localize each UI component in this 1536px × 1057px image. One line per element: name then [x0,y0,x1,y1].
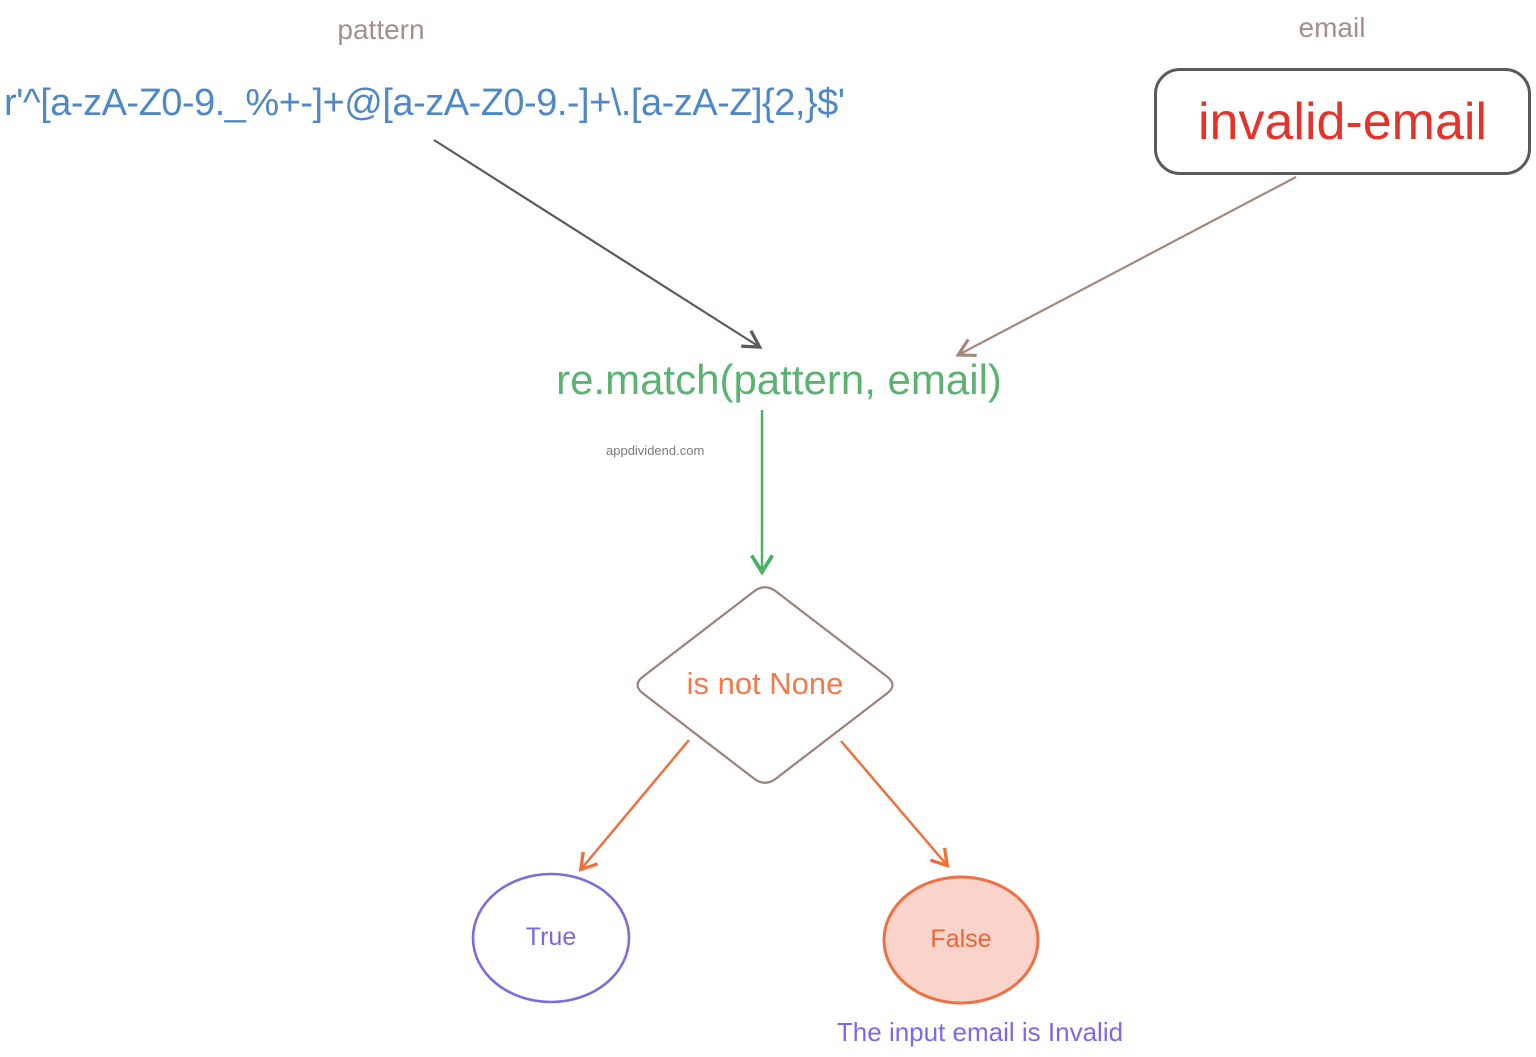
arrow-pattern-to-match [433,139,763,349]
arrow-condition-to-true [578,739,690,872]
false-branch-label: False [930,925,992,953]
re-match-call-text: re.match(pattern, email) [556,356,1002,403]
pattern-variable-label: pattern [337,14,425,45]
true-branch-label: True [525,923,577,951]
arrow-email-to-match [955,176,1297,358]
condition-text: is not None [686,666,844,701]
regex-pattern-value: r'^[a-zA-Z0-9._%+-]+@[a-zA-Z0-9.-]+\.[a-… [4,82,845,124]
email-variable-label: email [1298,12,1366,43]
email-value-text: invalid-email [1198,92,1487,151]
arrow-condition-to-false [840,740,950,868]
watermark-text: appdividend.com [606,443,705,458]
email-value-box: invalid-email [1154,68,1531,175]
condition-diamond [636,586,894,784]
false-circle [882,875,1040,1005]
false-result-text: The input email is Invalid [836,1017,1124,1047]
true-circle [471,872,631,1004]
